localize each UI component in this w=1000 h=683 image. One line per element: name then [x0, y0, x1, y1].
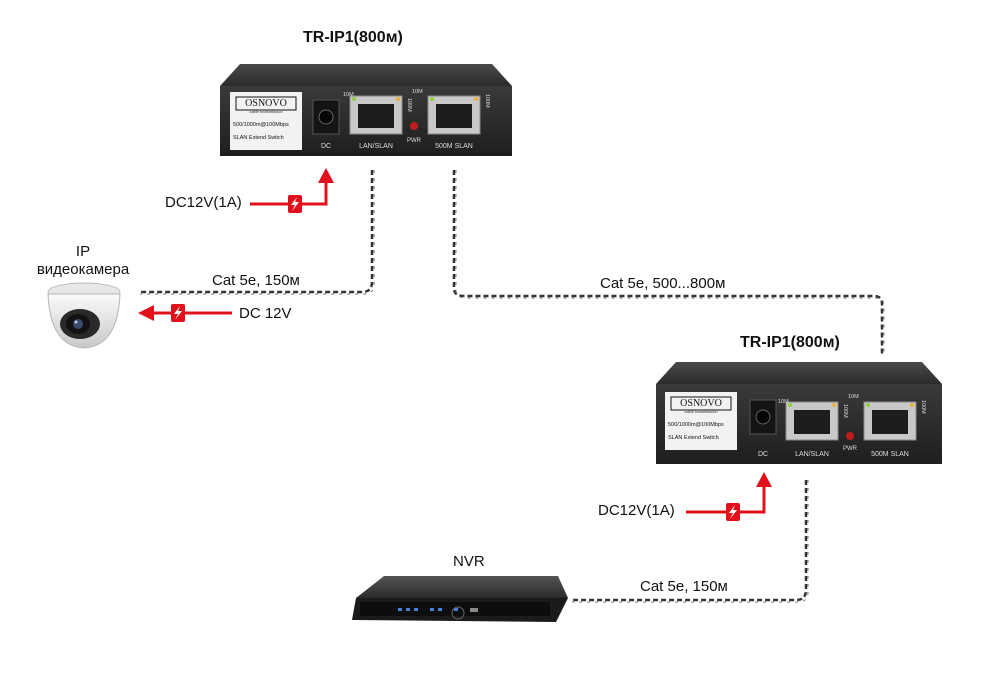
speed100-b-top: 100M — [484, 94, 490, 108]
lan-label-top: LAN/SLAN — [359, 143, 393, 150]
device-top: OSNOVO cable transmission 500/1000m@100M… — [220, 64, 512, 156]
brand-sub-top: cable transmission — [249, 109, 282, 114]
device-bottom-title: TR-IP1(800м) — [740, 334, 840, 351]
slan-label-top: 500M SLAN — [435, 143, 473, 150]
speed10-b-top: 10M — [412, 89, 423, 95]
device-bottom: OSNOVO cable transmission 500/1000m@100M… — [656, 362, 942, 464]
nvr-label: NVR — [453, 553, 485, 570]
speed100-b-bottom: 100M — [920, 400, 926, 414]
nvr-cable-label: Cat 5e, 150м — [640, 578, 728, 595]
dc-label-bottom: DC — [758, 451, 768, 458]
slan-label-bottom: 500M SLAN — [871, 451, 909, 458]
desc-bottom: SLAN Extend Switch — [668, 435, 719, 441]
speed100-a-top: 100M — [406, 98, 412, 112]
pwr-label-top: PWR — [407, 138, 422, 144]
speed10-a-bottom: 10M — [778, 399, 789, 405]
brand-bottom: OSNOVO — [680, 398, 722, 409]
link-cable-label: Cat 5e, 500...800м — [600, 275, 726, 292]
spec-bottom: 500/1000m@100Mbps — [668, 422, 724, 428]
pwr-led — [410, 122, 418, 130]
label-plate — [230, 92, 302, 150]
cable-camera — [140, 170, 374, 294]
pwr-led — [846, 432, 854, 440]
dc-label-top: DC — [321, 143, 331, 150]
speed10-a-top: 10M — [343, 92, 354, 98]
brand-top: OSNOVO — [245, 98, 287, 109]
lan-label-bottom: LAN/SLAN — [795, 451, 829, 458]
power-arrow-bottom — [686, 472, 772, 521]
power-arrow-camera — [138, 304, 232, 322]
power-arrow-top — [250, 168, 334, 213]
camera-label: IP видеокамера — [28, 243, 138, 279]
spec-top: 500/1000m@100Mbps — [233, 122, 289, 128]
power-bottom-label: DC12V(1A) — [598, 502, 675, 519]
desc-top: SLAN Extend Switch — [233, 135, 284, 141]
pwr-label-bottom: PWR — [843, 446, 858, 452]
camera-power-label: DC 12V — [239, 305, 292, 322]
speed10-b-bottom: 10M — [848, 394, 859, 400]
power-top-label: DC12V(1A) — [165, 194, 242, 211]
brand-sub-bottom: cable transmission — [684, 409, 717, 414]
camera-label-line2: видеокамера — [36, 261, 130, 278]
camera-cable-label: Cat 5e, 150м — [212, 272, 300, 289]
ip-camera — [47, 282, 121, 349]
speed100-a-bottom: 100M — [842, 404, 848, 418]
device-top-title: TR-IP1(800м) — [303, 29, 403, 46]
cable-link — [452, 170, 884, 356]
camera-label-line1: IP — [75, 243, 91, 260]
nvr-device — [352, 576, 568, 622]
label-plate — [665, 392, 737, 450]
